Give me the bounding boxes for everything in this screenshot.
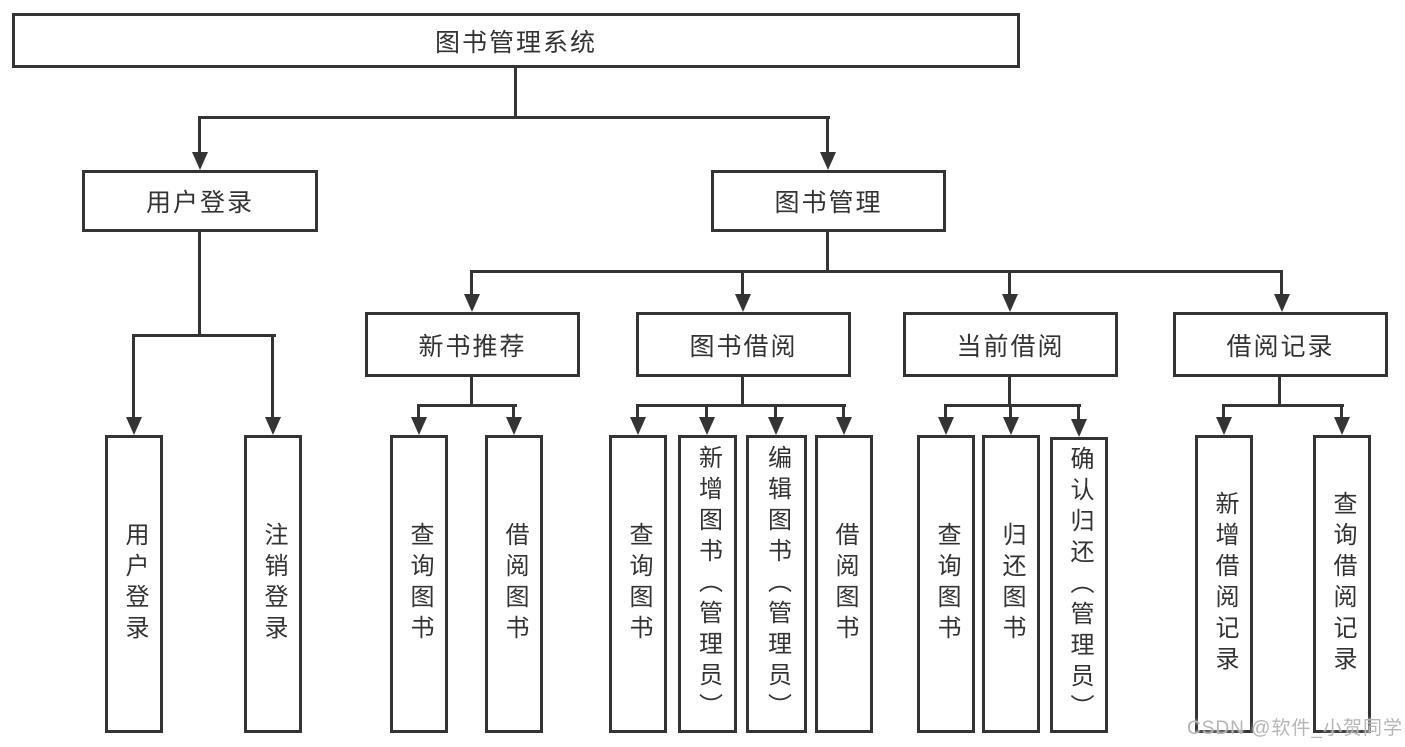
connector-newbook-leaf2 (512, 404, 515, 419)
arrowhead-newbook-leaf2 (506, 417, 522, 435)
connector-borrowrecord-leaf1 (1222, 404, 1225, 419)
connector-bookborrow-leaf4 (842, 404, 845, 419)
node-root: 图书管理系统 (12, 13, 1020, 68)
leaf-edit-books-admin: 编辑图书（管理员） (746, 435, 807, 733)
connector-currentborrow-bus (944, 404, 1081, 407)
leaf-confirm-return-admin: 确认归还（管理员） (1050, 437, 1108, 733)
connector-borrowrecord-bus (1222, 404, 1344, 407)
arrowhead-book-borrow (735, 294, 751, 312)
leaf-logout: 注销登录 (244, 435, 302, 733)
connector-to-user-login (198, 116, 201, 153)
connector-currentborrow-leaf1 (944, 404, 947, 419)
arrowhead-new-book (464, 294, 480, 312)
leaf-confirm-return-admin-label: 确认归还（管理员） (1066, 445, 1093, 725)
leaf-add-books-admin-label: 新增图书（管理员） (694, 444, 722, 724)
connector-currentborrow-stem (1008, 377, 1011, 407)
connector-borrowrecord-leaf2 (1340, 404, 1343, 419)
arrowhead-bookborrow-leaf3 (768, 417, 784, 435)
leaf-current-query-books-label: 查询图书 (933, 522, 960, 646)
leaf-user-login-label: 用户登录 (121, 522, 148, 646)
connector-root-stem (514, 68, 517, 118)
connector-bookborrow-leaf3 (774, 404, 777, 419)
leaf-add-borrow-record-label: 新增借阅记录 (1211, 491, 1238, 677)
connector-bookborrow-stem (741, 377, 744, 407)
connector-root-bus (198, 116, 830, 119)
connector-bookborrow-leaf2 (705, 404, 708, 419)
leaf-edit-books-admin-label: 编辑图书（管理员） (763, 444, 791, 724)
leaf-logout-label: 注销登录 (260, 522, 287, 646)
node-book-borrow: 图书借阅 (636, 312, 851, 377)
arrowhead-borrow-records (1274, 294, 1290, 312)
leaf-return-books: 归还图书 (982, 435, 1040, 733)
connector-userlogin-stem (198, 232, 201, 336)
node-user-login: 用户登录 (82, 170, 318, 232)
leaf-user-login: 用户登录 (105, 435, 163, 733)
arrowhead-currentborrow-leaf2 (1003, 417, 1019, 435)
connector-currentborrow-leaf2 (1009, 404, 1012, 419)
arrowhead-user-login (192, 152, 208, 170)
leaf-newbook-borrow-books-label: 借阅图书 (501, 522, 528, 646)
leaf-query-borrow-record-label: 查询借阅记录 (1329, 491, 1356, 677)
leaf-borrow-borrow-books-label: 借阅图书 (831, 522, 858, 646)
leaf-newbook-borrow-books: 借阅图书 (485, 435, 543, 733)
connector-to-leaf-logout (271, 334, 274, 418)
arrowhead-current-borrow (1002, 294, 1018, 312)
arrowhead-newbook-leaf1 (411, 417, 427, 435)
csdn-watermark: CSDN @软件_小贺同学 (1187, 718, 1403, 739)
leaf-add-borrow-record: 新增借阅记录 (1195, 435, 1253, 733)
leaf-borrow-query-books-label: 查询图书 (625, 522, 652, 646)
arrowhead-currentborrow-leaf1 (938, 417, 954, 435)
leaf-add-books-admin: 新增图书（管理员） (678, 435, 737, 733)
arrowhead-bookborrow-leaf4 (836, 417, 852, 435)
node-new-book-recommend: 新书推荐 (365, 312, 580, 377)
connector-to-borrow-records (1280, 270, 1283, 296)
leaf-borrow-query-books: 查询图书 (609, 435, 667, 733)
leaf-borrow-borrow-books: 借阅图书 (815, 435, 873, 733)
connector-currentborrow-leaf3 (1077, 404, 1080, 419)
connector-to-book-management (826, 116, 829, 153)
node-borrow-records: 借阅记录 (1173, 312, 1388, 377)
leaf-newbook-query-books-label: 查询图书 (406, 522, 433, 646)
connector-userlogin-bus (132, 334, 276, 337)
connector-bookmgmt-bus (470, 270, 1283, 273)
connector-bookmgmt-stem (826, 232, 829, 272)
leaf-current-query-books: 查询图书 (917, 435, 975, 733)
connector-to-current-borrow (1008, 270, 1011, 296)
connector-to-book-borrow (741, 270, 744, 296)
node-current-borrow: 当前借阅 (903, 312, 1118, 377)
arrowhead-currentborrow-leaf3 (1071, 419, 1087, 437)
arrowhead-leaf-user-login (126, 417, 142, 435)
connector-to-new-book (470, 270, 473, 296)
connector-newbook-bus (417, 404, 517, 407)
leaf-return-books-label: 归还图书 (998, 522, 1025, 646)
arrowhead-book-management (820, 152, 836, 170)
connector-bookborrow-bus (636, 404, 846, 407)
connector-newbook-leaf1 (417, 404, 420, 419)
node-book-management: 图书管理 (711, 170, 946, 232)
connector-borrowrecord-stem (1278, 377, 1281, 407)
connector-bookborrow-leaf1 (636, 404, 639, 419)
arrowhead-bookborrow-leaf1 (630, 417, 646, 435)
connector-to-leaf-user-login (132, 334, 135, 418)
leaf-newbook-query-books: 查询图书 (390, 435, 448, 733)
arrowhead-leaf-logout (265, 417, 281, 435)
arrowhead-borrowrecord-leaf1 (1216, 417, 1232, 435)
arrowhead-borrowrecord-leaf2 (1334, 417, 1350, 435)
connector-newbook-stem (470, 377, 473, 407)
arrowhead-bookborrow-leaf2 (699, 417, 715, 435)
leaf-query-borrow-record: 查询借阅记录 (1313, 435, 1371, 733)
